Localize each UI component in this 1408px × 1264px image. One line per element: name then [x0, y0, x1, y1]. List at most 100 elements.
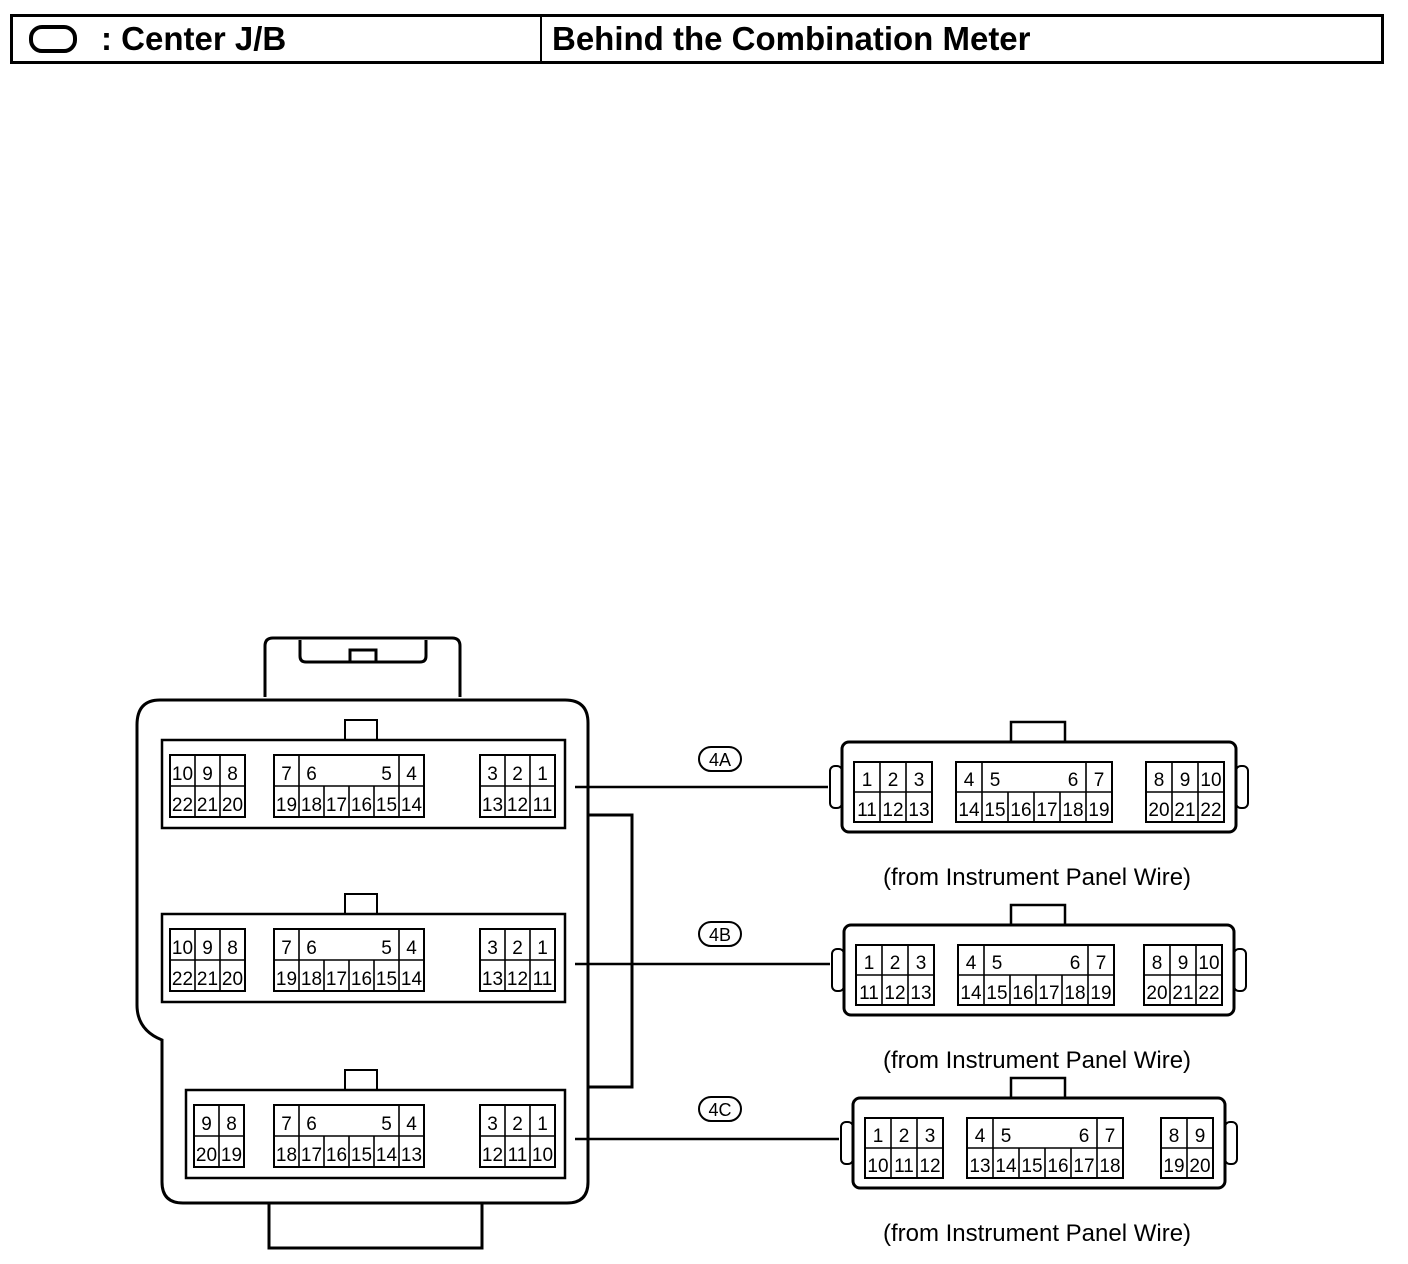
- pin-number: 1: [537, 938, 548, 959]
- pin-number: 2: [890, 953, 901, 974]
- pin-number: 4: [406, 938, 417, 959]
- pin-number: 15: [351, 1145, 372, 1166]
- plug-side-tab: [1233, 948, 1247, 992]
- pin-number: 18: [276, 1145, 297, 1166]
- pin-number: 5: [381, 938, 392, 959]
- pin-number: 7: [1094, 770, 1105, 791]
- pin-number: 12: [507, 969, 528, 990]
- location-label: Behind the Combination Meter: [552, 20, 1031, 57]
- pin-number: 11: [508, 1145, 528, 1166]
- pin-number: 22: [1198, 983, 1219, 1004]
- plug-lock: [1009, 1076, 1067, 1098]
- pin-number: 5: [381, 1114, 392, 1135]
- pin-number: 17: [301, 1145, 322, 1166]
- pin-number: 20: [1148, 800, 1169, 821]
- pin-number: 12: [882, 800, 903, 821]
- pin-number: 21: [1172, 983, 1193, 1004]
- connector-housing: [184, 1088, 567, 1180]
- pin-number: 6: [1068, 770, 1079, 791]
- pin-number: 15: [1021, 1156, 1042, 1177]
- pin-number: 19: [1163, 1156, 1184, 1177]
- pin-number: 7: [1096, 953, 1107, 974]
- pin-number: 17: [1073, 1156, 1094, 1177]
- pin-number: 3: [487, 764, 498, 785]
- pin-number: 6: [1079, 1126, 1090, 1147]
- pin-number: 5: [990, 770, 1001, 791]
- pin-number: 10: [532, 1145, 553, 1166]
- pin-number: 13: [482, 969, 503, 990]
- pin-number: 14: [401, 969, 423, 990]
- pin-number: 21: [1174, 800, 1195, 821]
- pin-number: 9: [1178, 953, 1189, 974]
- pin-number: 21: [197, 969, 218, 990]
- pin-number: 15: [376, 969, 397, 990]
- pin-number: 20: [1189, 1156, 1210, 1177]
- header-bar: : Center J/B Behind the Combination Mete…: [10, 14, 1384, 64]
- pin-number: 8: [1169, 1126, 1180, 1147]
- pin-number: 4: [406, 764, 417, 785]
- pin-number: 16: [326, 1145, 347, 1166]
- connector-key: [344, 1069, 378, 1090]
- plug-lock: [1009, 903, 1067, 925]
- pin-number: 12: [507, 795, 528, 816]
- oval-icon: [29, 25, 77, 53]
- pin-number: 10: [1200, 770, 1221, 791]
- pin-number: 18: [1064, 983, 1085, 1004]
- pin-number: 22: [1200, 800, 1221, 821]
- pin-number: 16: [351, 795, 372, 816]
- plug-side-tab: [1224, 1121, 1238, 1165]
- legend-label: : Center J/B: [101, 20, 287, 57]
- pin-number: 18: [1062, 800, 1083, 821]
- pin-number: 1: [864, 953, 875, 974]
- pin-number: 6: [306, 1114, 317, 1135]
- plug-side-tab: [1235, 765, 1249, 809]
- pin-number: 21: [197, 795, 218, 816]
- pin-number: 20: [196, 1145, 217, 1166]
- pin-number: 8: [1152, 953, 1163, 974]
- connector-key: [344, 719, 378, 740]
- connector-housing: [160, 738, 567, 830]
- pin-number: 5: [381, 764, 392, 785]
- pin-number: 8: [226, 1114, 237, 1135]
- pin-number: 13: [910, 983, 931, 1004]
- pin-number: 8: [1154, 770, 1165, 791]
- latch-tab: [348, 648, 378, 664]
- plug-side-tab: [831, 948, 845, 992]
- pin-number: 22: [172, 969, 193, 990]
- pin-number: 9: [202, 764, 213, 785]
- pin-number: 13: [482, 795, 503, 816]
- pin-number: 7: [281, 1114, 292, 1135]
- connector-tag: [698, 1096, 742, 1122]
- pin-number: 11: [533, 969, 553, 990]
- pin-number: 4: [964, 770, 975, 791]
- pin-number: 14: [376, 1145, 398, 1166]
- pin-number: 2: [512, 938, 523, 959]
- pin-number: 3: [925, 1126, 936, 1147]
- pin-number: 14: [401, 795, 423, 816]
- pin-number: 12: [884, 983, 905, 1004]
- pin-number: 10: [1198, 953, 1219, 974]
- pin-number: 1: [873, 1126, 884, 1147]
- pin-number: 7: [281, 938, 292, 959]
- pin-number: 1: [862, 770, 873, 791]
- pin-number: 1: [537, 764, 548, 785]
- pin-number: 2: [512, 1114, 523, 1135]
- pin-number: 9: [1195, 1126, 1206, 1147]
- connector-tag: [698, 746, 742, 772]
- connector-tag-label: 4A: [709, 750, 731, 770]
